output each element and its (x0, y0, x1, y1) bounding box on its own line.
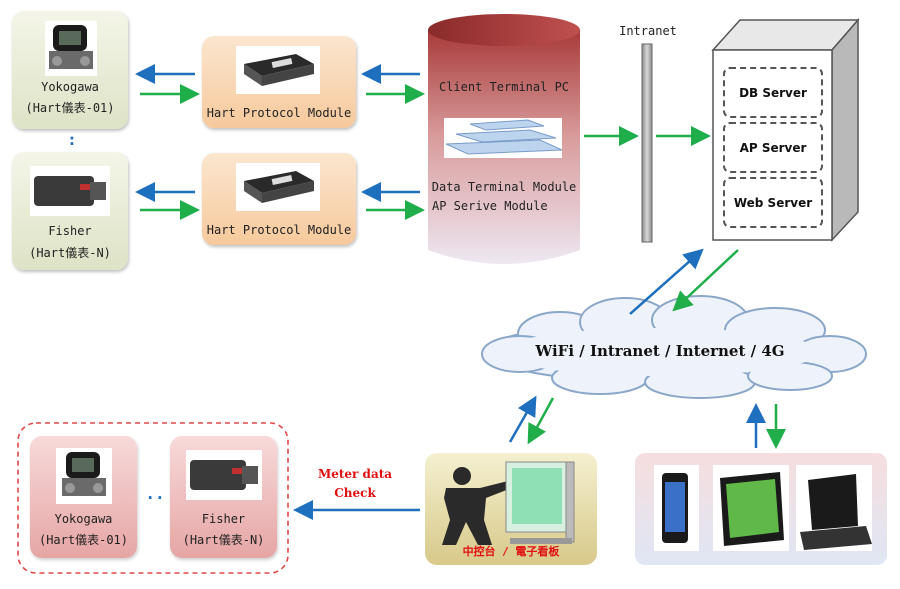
meter-check-line1: Meter data (317, 467, 393, 481)
yokogawa-name: Yokogawa (41, 80, 99, 94)
meter-check-line2: Check (334, 486, 376, 500)
fisher-tag: (Hart儀表-N) (29, 246, 111, 260)
remote-devices-container (17, 422, 289, 574)
remote-fisher-image (186, 450, 262, 500)
intranet-label: Intranet (619, 24, 677, 38)
dashboard-screen (505, 461, 575, 544)
device-list-ellipsis: : (67, 130, 77, 149)
ap-server-box: AP Server (723, 122, 823, 173)
remote-fisher-name: Fisher (201, 512, 246, 526)
fisher-device-card: Fisher (Hart儀表-N) (12, 152, 128, 270)
operator-silhouette (442, 467, 522, 545)
hart-module-2-image (236, 163, 320, 211)
intranet-bus-bar (641, 43, 653, 243)
hart-module-1-label: Hart Protocol Module (206, 106, 352, 120)
hart-module-1-image (236, 46, 320, 94)
cloud-core (500, 328, 820, 376)
remote-yokogawa-name: Yokogawa (54, 512, 113, 526)
client-pc-title: Client Terminal PC (438, 80, 570, 94)
remote-yokogawa-image (56, 448, 112, 504)
laptop-icon (796, 465, 872, 551)
arrow-cloud-to-server (629, 248, 704, 315)
tablet-icon (713, 465, 789, 551)
layered-module-graphic (444, 118, 563, 158)
remote-yokogawa-tag: (Hart儀表-01) (38, 533, 129, 547)
remote-fisher-tag: (Hart儀表-N) (182, 533, 265, 547)
fisher-controller-image (30, 166, 110, 216)
smartphone-icon (654, 465, 699, 551)
network-cloud-label: WiFi / Intranet / Internet / 4G (535, 342, 785, 360)
remote-yokogawa-card: Yokogawa (Hart儀表-01) (30, 436, 137, 558)
yokogawa-transmitter-image (45, 21, 97, 76)
hart-module-1-card: Hart Protocol Module (202, 36, 356, 128)
web-server-box: Web Server (723, 177, 823, 228)
db-server-box: DB Server (723, 67, 823, 118)
remote-device-ellipsis: .. (145, 484, 165, 503)
console-label: 中控台 / 電子看板 (462, 545, 560, 558)
data-terminal-module-label: Data Terminal Module (431, 180, 577, 194)
yokogawa-device-card: Yokogawa (Hart儀表-01) (12, 11, 128, 129)
hart-module-2-card: Hart Protocol Module (202, 153, 356, 245)
hart-module-2-label: Hart Protocol Module (206, 223, 352, 237)
fisher-name: Fisher (48, 224, 92, 238)
ap-service-module-label: AP Serive Module (432, 199, 548, 213)
arrow-console-to-cloud (508, 395, 537, 443)
remote-fisher-card: Fisher (Hart儀表-N) (170, 436, 277, 558)
arrow-server-to-cloud (672, 249, 739, 312)
arrow-cloud-to-console (527, 397, 555, 445)
yokogawa-tag: (Hart儀表-01) (25, 101, 115, 115)
